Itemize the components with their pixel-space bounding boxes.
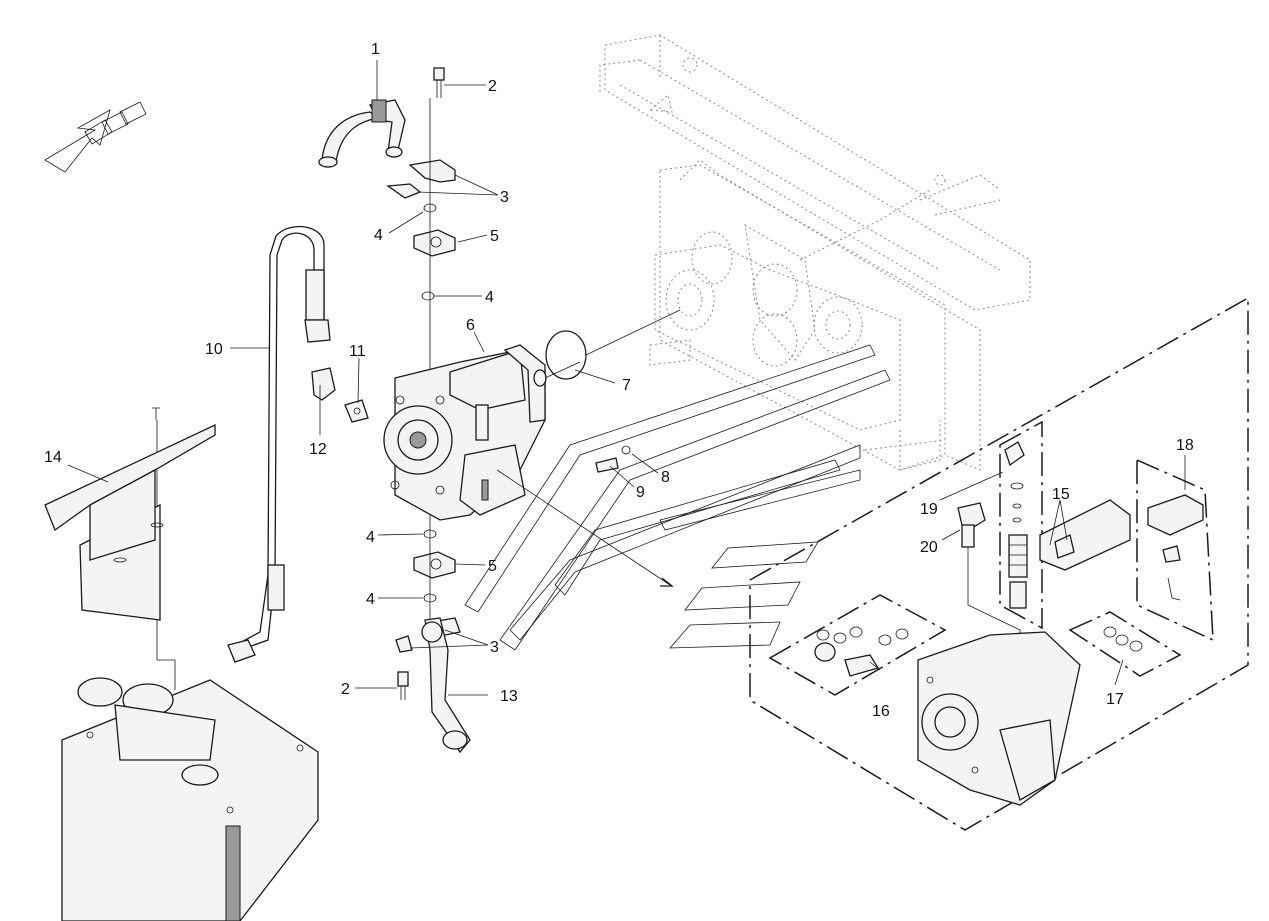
- callout-4-b: 4: [485, 289, 494, 306]
- callout-2-bottom: 2: [341, 681, 350, 698]
- callout-11: 11: [349, 343, 366, 360]
- solenoid-kit-icon: [1136, 458, 1214, 642]
- callout-13: 13: [500, 688, 518, 705]
- hydraulic-pump-icon: [383, 344, 547, 521]
- cover-plate-icon: [44, 407, 216, 621]
- relief-valve-icon: [957, 502, 1021, 690]
- elbow-hose-icon: [318, 99, 406, 168]
- direction-arrow-icon: [44, 101, 147, 173]
- callout-19: 19: [920, 501, 938, 518]
- gearbox-frame-icon: [599, 34, 1031, 471]
- callout-2-top: 2: [488, 78, 497, 95]
- leader-outlines: [464, 344, 891, 651]
- callout-12: 12: [309, 441, 327, 458]
- callout-9: 9: [636, 484, 645, 501]
- callout-17: 17: [1106, 691, 1124, 708]
- callout-14: 14: [44, 449, 62, 466]
- callout-4-a: 4: [374, 227, 383, 244]
- callout-15: 15: [1052, 486, 1070, 503]
- callout-8: 8: [661, 469, 670, 486]
- kit-frame: [749, 296, 1249, 831]
- callout-4-d: 4: [366, 591, 375, 608]
- callout-16: 16: [872, 703, 890, 720]
- pressure-line-icon: [421, 617, 471, 754]
- flange-icon: [413, 229, 456, 579]
- callout-1: 1: [371, 41, 380, 58]
- callout-5-top: 5: [490, 228, 499, 245]
- seal-kit-17-icon: [1068, 611, 1182, 677]
- oil-tank-icon: [61, 677, 319, 921]
- callout-4-c: 4: [366, 529, 375, 546]
- callout-labels: 1 2 2 3 3 4 4 4 4 5 5 6 7 8 9 10 11 12 1…: [44, 41, 1194, 720]
- callout-18: 18: [1176, 437, 1194, 454]
- callout-7: 7: [622, 377, 631, 394]
- valve-kit-icon: [999, 420, 1043, 630]
- callout-20: 20: [920, 539, 938, 556]
- solenoid-icon: [1039, 499, 1131, 571]
- hydraulic-line-icon: [227, 225, 331, 663]
- leader-lines: [67, 60, 1186, 696]
- seal-kit-icon: [768, 594, 947, 696]
- callout-6: 6: [466, 317, 475, 334]
- pump-view-icon: [917, 631, 1081, 806]
- fitting-icon: [311, 367, 369, 423]
- screw-icon: [397, 67, 619, 700]
- washer-icon: [621, 445, 631, 455]
- callout-5-bottom: 5: [488, 558, 497, 575]
- callout-10: 10: [205, 341, 223, 358]
- callout-3-top: 3: [500, 189, 509, 206]
- callout-3-bottom: 3: [490, 639, 499, 656]
